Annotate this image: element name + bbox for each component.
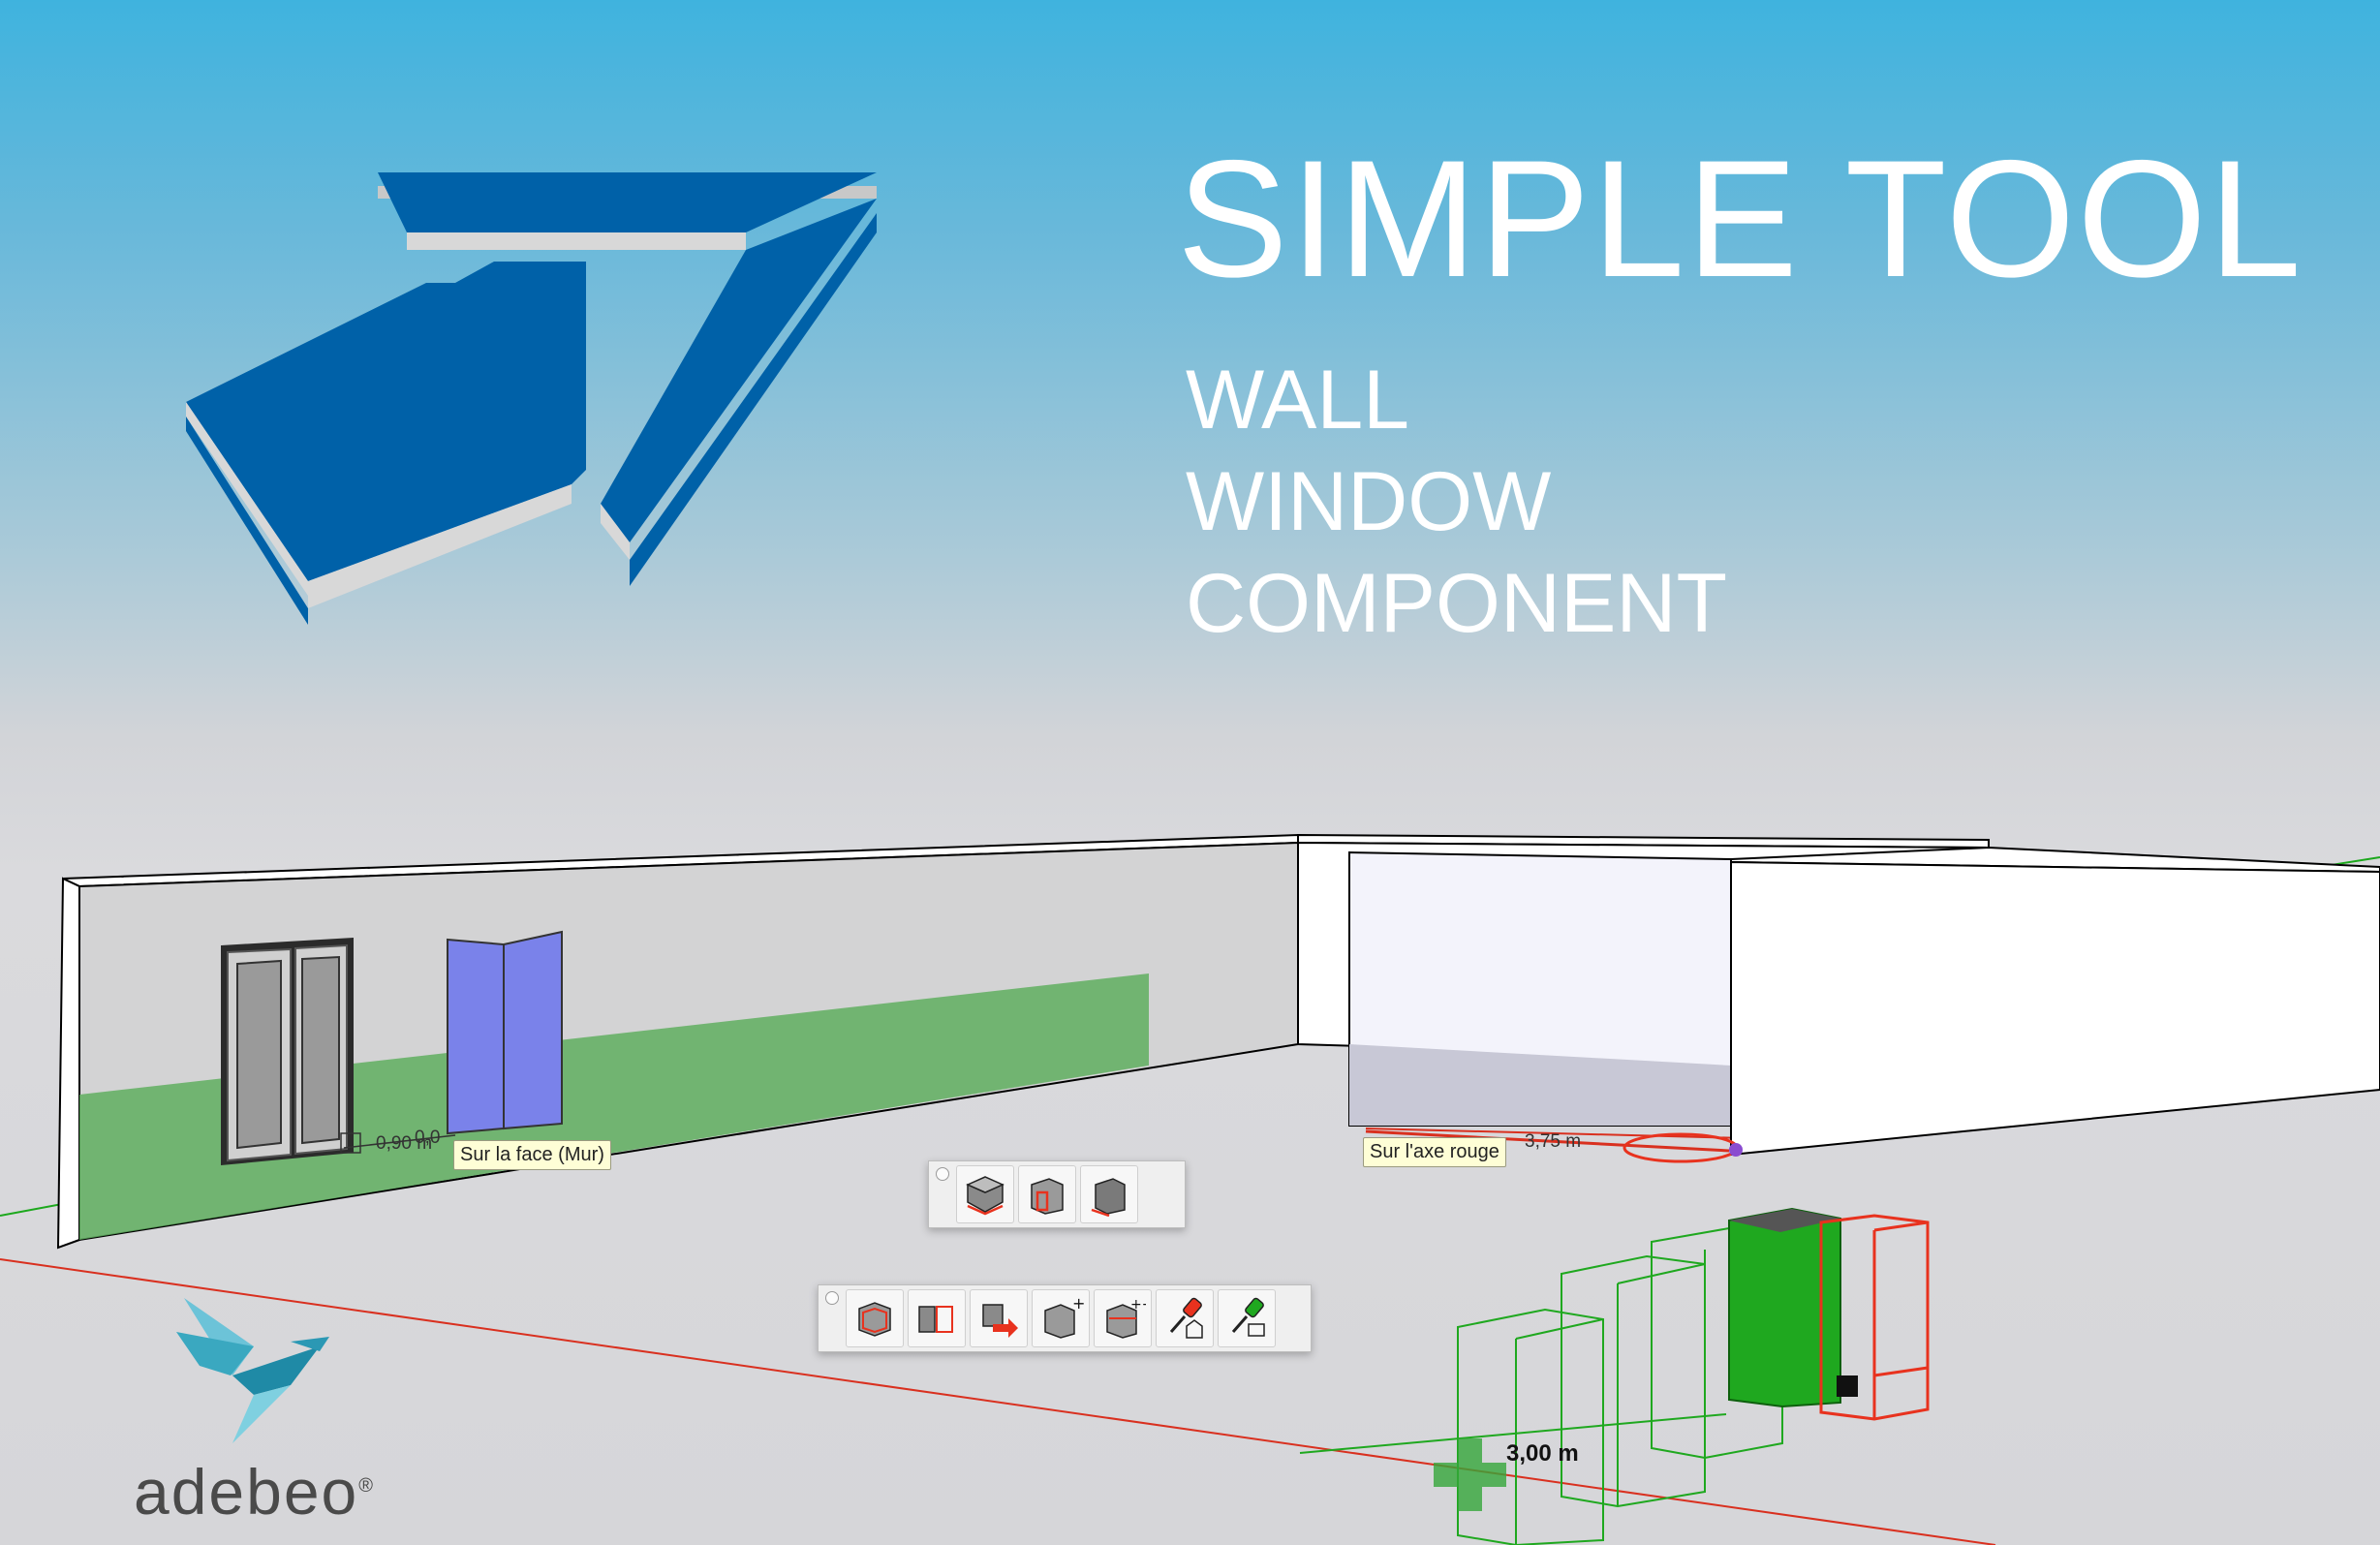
component-anchor — [1837, 1375, 1858, 1397]
wall-toolbar — [928, 1160, 1186, 1228]
selected-component-green-top — [1729, 1209, 1840, 1232]
svg-text:++: ++ — [1130, 1297, 1146, 1313]
paint-face-button[interactable] — [1218, 1289, 1276, 1347]
component-array-icon — [918, 1306, 953, 1333]
svg-text:+: + — [1072, 1295, 1084, 1313]
component-array-button[interactable] — [908, 1289, 966, 1347]
red-axis-line — [0, 1258, 1996, 1545]
wall-offset-button[interactable] — [1080, 1165, 1138, 1223]
brand-registered-mark: ® — [358, 1475, 375, 1497]
toolbar-grip[interactable] — [936, 1167, 949, 1181]
wall-opening-icon — [1031, 1178, 1064, 1215]
paint-house-icon — [1169, 1297, 1203, 1339]
snap-marker — [340, 1132, 361, 1154]
paint-face-icon — [1231, 1297, 1265, 1337]
arrow-logo-icon — [186, 172, 877, 625]
component-multi-add-button[interactable]: ++ — [1094, 1289, 1152, 1347]
dimension-array-spacing: 3,00 m — [1506, 1440, 1579, 1467]
component-select-icon — [858, 1302, 891, 1337]
component-move-icon — [982, 1304, 1018, 1338]
wall-face-highlight-green — [79, 973, 1149, 1240]
headline-title: SIMPLE TOOL — [1177, 126, 2303, 312]
feature-wall: WALL — [1186, 354, 1409, 447]
component-array — [1299, 1226, 1783, 1545]
component-select-button[interactable] — [846, 1289, 904, 1347]
component-add-icon: + — [1044, 1295, 1084, 1339]
dimension-window-offset: 0,90 m — [376, 1133, 433, 1154]
wall-offset-icon — [1091, 1178, 1126, 1218]
snap-point — [1729, 1143, 1743, 1157]
component-add-button[interactable]: + — [1032, 1289, 1090, 1347]
right-wall-face — [1730, 860, 2380, 1157]
wall-draw-line — [1365, 1129, 1730, 1153]
brand-logo-text: adebeo® — [134, 1455, 375, 1529]
dimension-window-depth: 0,0 — [415, 1128, 441, 1148]
component-multi-add-icon: ++ — [1106, 1297, 1146, 1339]
selected-component-green — [1728, 1207, 1841, 1408]
window-placement-preview — [447, 938, 505, 1135]
wall-create-icon — [966, 1176, 1005, 1216]
window-component — [221, 938, 354, 1165]
wall-opening-button[interactable] — [1018, 1165, 1076, 1223]
feature-window: WINDOW — [1186, 455, 1552, 548]
component-move-button[interactable] — [970, 1289, 1028, 1347]
left-wall-end — [56, 877, 80, 1250]
dimension-wall-length: 3,75 m — [1525, 1131, 1582, 1152]
red-axis-segment — [1365, 1128, 1745, 1139]
window-placement-preview-side — [503, 930, 563, 1130]
tooltip-on-face: Sur la face (Mur) — [453, 1140, 611, 1170]
wall-create-button[interactable] — [956, 1165, 1014, 1223]
bird-logo-icon — [176, 1298, 329, 1443]
feature-component: COMPONENT — [1186, 557, 1727, 650]
component-toolbar: + ++ — [818, 1284, 1312, 1352]
paint-house-button[interactable] — [1156, 1289, 1214, 1347]
move-plus-icon — [1434, 1438, 1506, 1511]
brand-name: adebeo — [134, 1456, 359, 1528]
toolbar-grip[interactable] — [825, 1291, 839, 1305]
component-ghost-red — [1819, 1214, 1930, 1421]
back-wall-opening-floor — [1349, 1044, 1731, 1126]
dimension-line — [343, 1134, 456, 1149]
tooltip-red-axis: Sur l'axe rouge — [1363, 1137, 1506, 1167]
